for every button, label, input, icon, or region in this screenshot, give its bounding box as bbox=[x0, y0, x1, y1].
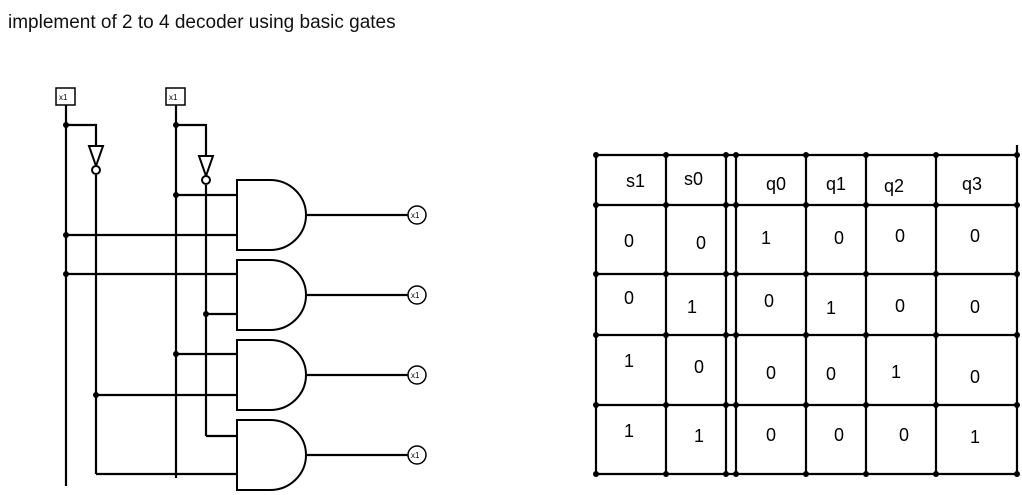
decoder-circuit: x1 x1 bbox=[55, 87, 427, 491]
input-s1-label: x1 bbox=[59, 93, 68, 102]
table-cell-r2-s0: 0 bbox=[694, 357, 704, 377]
output-q2: x1 bbox=[407, 365, 427, 385]
table-header-q3: q3 bbox=[962, 174, 982, 194]
table-grid bbox=[594, 145, 1019, 476]
table-header-s0: s0 bbox=[684, 169, 703, 189]
and-gate-3 bbox=[236, 419, 307, 491]
input-s1: x1 bbox=[55, 87, 76, 106]
table-cell-r3-q1: 0 bbox=[834, 425, 844, 445]
table-cell-r3-q3: 1 bbox=[970, 427, 980, 447]
table-cell-r1-q0: 0 bbox=[764, 291, 774, 311]
table-header-q1: q1 bbox=[826, 174, 846, 194]
output-q1: x1 bbox=[407, 285, 427, 305]
output-q0-label: x1 bbox=[411, 211, 420, 220]
page-title: implement of 2 to 4 decoder using basic … bbox=[8, 12, 396, 33]
input-s0-label: x1 bbox=[169, 93, 178, 102]
and-gate-0 bbox=[236, 179, 307, 251]
table-cell-r3-s1: 1 bbox=[624, 421, 634, 441]
table-cell-r0-s0: 0 bbox=[696, 233, 706, 253]
not-gate-s1 bbox=[87, 145, 105, 175]
table-cell-r1-q3: 0 bbox=[970, 297, 980, 317]
table-cell-r1-q2: 0 bbox=[895, 296, 905, 316]
table-cell-r0-q2: 0 bbox=[895, 226, 905, 246]
table-cell-r0-q0: 1 bbox=[761, 228, 771, 248]
table-cell-r2-q3: 0 bbox=[970, 367, 980, 387]
table-cell-r3-q2: 0 bbox=[899, 425, 909, 445]
table-cell-r2-q1: 0 bbox=[826, 364, 836, 384]
table-cell-r1-s0: 1 bbox=[687, 297, 697, 317]
junction-dots bbox=[63, 122, 209, 398]
table-cell-r2-q0: 0 bbox=[766, 363, 776, 383]
table-cell-r2-s1: 1 bbox=[624, 351, 634, 371]
table-cell-r1-s1: 0 bbox=[624, 288, 634, 308]
table-header-q2: q2 bbox=[884, 176, 904, 196]
and-gate-2 bbox=[236, 339, 307, 411]
table-header-s1: s1 bbox=[626, 171, 645, 191]
wire-to-inverter-s1 bbox=[66, 123, 98, 146]
table-cell-r1-q1: 1 bbox=[826, 298, 836, 318]
not-gate-s0 bbox=[197, 155, 215, 185]
output-q2-label: x1 bbox=[411, 371, 420, 380]
wire-to-inverter-s0 bbox=[176, 123, 208, 156]
output-q0: x1 bbox=[407, 205, 427, 225]
table-cell-r0-q1: 0 bbox=[834, 228, 844, 248]
truth-table: s1 s0 q0 q1 q2 q3 0 0 1 0 0 0 0 1 0 1 0 … bbox=[593, 145, 1020, 477]
output-q1-label: x1 bbox=[411, 291, 420, 300]
table-cell-r3-s0: 1 bbox=[694, 426, 704, 446]
output-q3-label: x1 bbox=[411, 451, 420, 460]
table-cell-r0-s1: 0 bbox=[624, 231, 634, 251]
table-grid-dots bbox=[593, 152, 1020, 477]
table-header-q0: q0 bbox=[766, 174, 786, 194]
input-s0: x1 bbox=[165, 87, 186, 106]
table-cell-r3-q0: 0 bbox=[766, 425, 776, 445]
table-cell-r0-q3: 0 bbox=[970, 226, 980, 246]
output-q3: x1 bbox=[407, 445, 427, 465]
table-cell-r2-q2: 1 bbox=[891, 362, 901, 382]
and-gate-1 bbox=[236, 259, 307, 331]
